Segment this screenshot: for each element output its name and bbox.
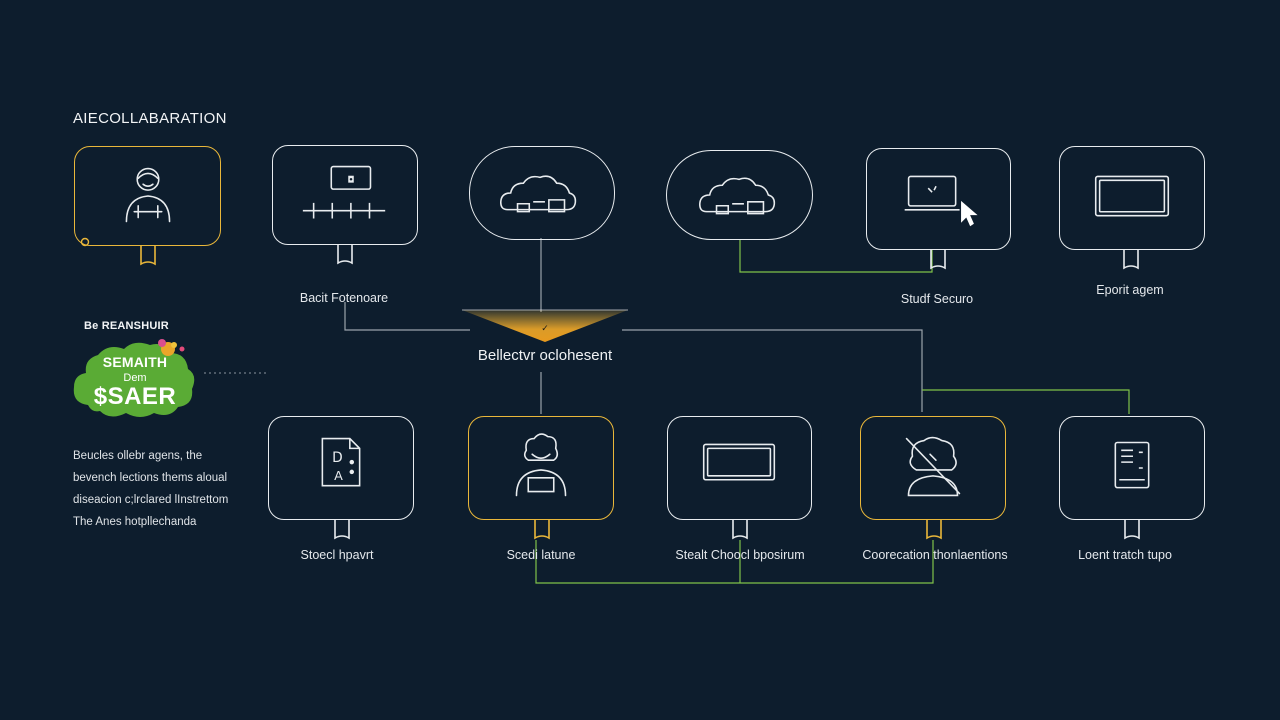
blocked-label: Coorecation thonlaentions — [862, 548, 1008, 562]
server-icon — [1114, 441, 1150, 489]
cloud-left-node[interactable] — [469, 146, 615, 240]
badge-line3: $SAER — [93, 383, 177, 410]
document-tail — [333, 520, 351, 542]
svg-text:D: D — [332, 450, 343, 466]
semaith-badge: SEMAITH Dem $SAER — [70, 335, 200, 425]
display-tail — [731, 520, 749, 542]
person-agent-tail — [139, 246, 157, 268]
display-icon — [702, 443, 776, 481]
cloud-icon — [699, 177, 776, 215]
server-tail — [1123, 520, 1141, 542]
sidebar-line: bevench lections thems aloual — [73, 472, 228, 484]
monitor-panel-tail — [336, 245, 354, 267]
hub-glow-icon: ✓ — [462, 309, 628, 342]
laptop-cursor-node[interactable] — [866, 148, 1011, 250]
screen-icon — [1094, 175, 1170, 217]
sidebar-heading: Be REANSHUIR — [84, 320, 169, 332]
agent-node[interactable] — [468, 416, 614, 520]
sidebar-line: diseacion c;lrclared lInstrettom — [73, 494, 229, 506]
laptop-cursor-label: Studf Securo — [900, 292, 974, 306]
badge-line2: Dem — [123, 372, 147, 384]
screen-panel-label: Eporit agem — [1096, 283, 1164, 297]
svg-text:✓: ✓ — [541, 324, 549, 334]
monitor-panel-node[interactable]: ◘ — [272, 145, 418, 245]
screen-panel-tail — [1122, 250, 1140, 272]
svg-text:◘: ◘ — [347, 175, 354, 185]
agent-icon — [515, 433, 567, 497]
cloud-icon — [500, 175, 577, 213]
document-icon: D A — [321, 437, 361, 487]
badge-line1: SEMAITH — [102, 354, 168, 370]
person-icon — [125, 167, 171, 223]
server-label: Loent tratch tupo — [1078, 548, 1172, 562]
sidebar-line: Beucles ollebr agens, the — [73, 450, 203, 462]
laptop-cursor-tail — [929, 250, 947, 272]
monitor-panel-label: Bacit Fotenoare — [299, 291, 389, 305]
agent-tail — [533, 520, 551, 542]
document-node[interactable]: D A — [268, 416, 414, 520]
sidebar-line: The Anes hotpllechanda — [73, 516, 197, 528]
display-node[interactable] — [667, 416, 812, 520]
blocked-tail — [925, 520, 943, 542]
diagram-title: AIECOLLABARATION — [73, 110, 227, 127]
blocked-agent-icon — [905, 436, 961, 497]
green-cloud-badge-icon — [73, 339, 195, 417]
screen-panel-node[interactable] — [1059, 146, 1205, 250]
monitor-network-icon: ◘ — [302, 165, 386, 219]
server-node[interactable] — [1059, 416, 1205, 520]
display-label: Stealt Choocl bposirum — [675, 548, 805, 562]
document-label: Stoecl hpavrt — [300, 548, 374, 562]
cloud-right-node[interactable] — [666, 150, 813, 240]
svg-text:A: A — [334, 469, 343, 484]
laptop-cursor-icon — [904, 175, 978, 227]
blocked-node[interactable] — [860, 416, 1006, 520]
agent-label: Scedi latune — [506, 548, 576, 562]
sidebar-description: Beucles ollebr agens, the bevench lectio… — [73, 445, 263, 533]
person-agent-node[interactable] — [74, 146, 221, 246]
hub-label: Bellectvr oclohesent — [477, 347, 613, 364]
